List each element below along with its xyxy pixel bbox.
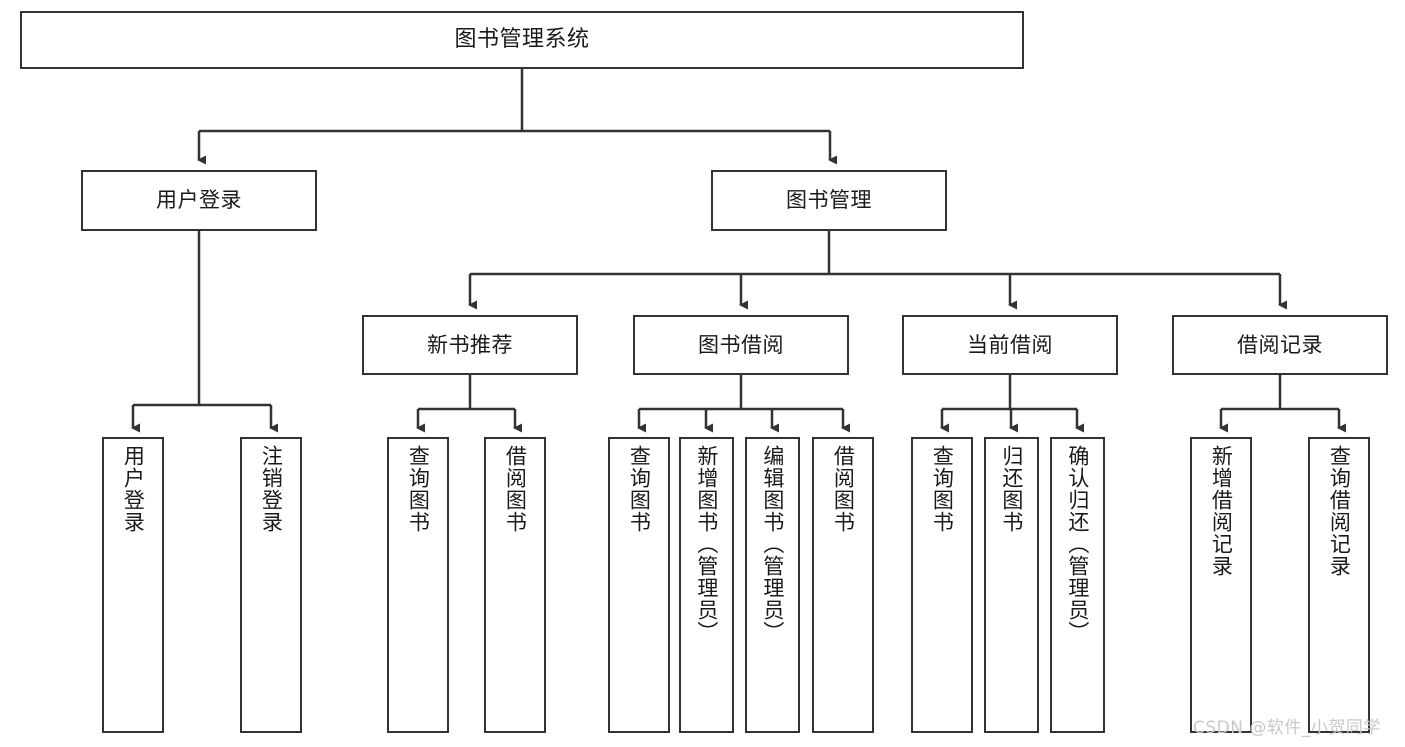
node-user-login[interactable]: 用户登录	[81, 170, 317, 231]
node-book-borrow-label: 图书借阅	[698, 332, 784, 357]
node-root-label: 图书管理系统	[454, 27, 590, 53]
node-leaf-edit-book-label: 编辑图书（管理员）	[760, 445, 785, 643]
node-leaf-user-logout[interactable]: 注销登录	[240, 437, 302, 733]
csdn-watermark: CSDN @软件_小贺同学	[1193, 718, 1381, 738]
node-leaf-borrow-book[interactable]: 借阅图书	[812, 437, 874, 733]
node-leaf-query-book-borrow[interactable]: 查询图书	[608, 437, 670, 733]
node-new-book-recommend[interactable]: 新书推荐	[362, 315, 578, 375]
node-leaf-edit-book[interactable]: 编辑图书（管理员）	[745, 437, 800, 733]
node-leaf-query-book-rec[interactable]: 查询图书	[387, 437, 449, 733]
node-leaf-query-book-cur-label: 查询图书	[930, 445, 955, 533]
node-leaf-query-book-cur[interactable]: 查询图书	[911, 437, 973, 733]
node-borrow-record[interactable]: 借阅记录	[1172, 315, 1388, 375]
node-book-manage-label: 图书管理	[786, 188, 872, 213]
node-current-borrow-label: 当前借阅	[967, 332, 1053, 357]
node-new-book-recommend-label: 新书推荐	[427, 332, 513, 357]
node-book-borrow[interactable]: 图书借阅	[633, 315, 849, 375]
node-leaf-confirm-return[interactable]: 确认归还（管理员）	[1050, 437, 1105, 733]
node-leaf-user-login[interactable]: 用户登录	[102, 437, 164, 733]
node-root[interactable]: 图书管理系统	[20, 11, 1024, 69]
node-leaf-add-record[interactable]: 新增借阅记录	[1190, 437, 1252, 733]
node-leaf-query-book-rec-label: 查询图书	[406, 445, 431, 533]
node-leaf-add-record-label: 新增借阅记录	[1209, 445, 1234, 577]
node-leaf-add-book-label: 新增图书（管理员）	[694, 445, 719, 643]
node-leaf-query-record-label: 查询借阅记录	[1327, 445, 1352, 577]
node-leaf-add-book[interactable]: 新增图书（管理员）	[679, 437, 734, 733]
node-book-manage[interactable]: 图书管理	[711, 170, 947, 231]
node-leaf-return-book-label: 归还图书	[999, 445, 1024, 533]
node-leaf-user-login-label: 用户登录	[121, 445, 146, 533]
node-user-login-label: 用户登录	[156, 188, 242, 213]
node-leaf-borrow-book-label: 借阅图书	[831, 445, 856, 533]
node-current-borrow[interactable]: 当前借阅	[902, 315, 1118, 375]
node-leaf-query-record[interactable]: 查询借阅记录	[1308, 437, 1370, 733]
node-leaf-query-book-borrow-label: 查询图书	[627, 445, 652, 533]
node-leaf-confirm-return-label: 确认归还（管理员）	[1065, 445, 1090, 643]
node-borrow-record-label: 借阅记录	[1237, 332, 1323, 357]
node-leaf-borrow-book-rec[interactable]: 借阅图书	[484, 437, 546, 733]
node-leaf-borrow-book-rec-label: 借阅图书	[503, 445, 528, 533]
node-leaf-return-book[interactable]: 归还图书	[984, 437, 1039, 733]
node-leaf-user-logout-label: 注销登录	[259, 445, 284, 533]
